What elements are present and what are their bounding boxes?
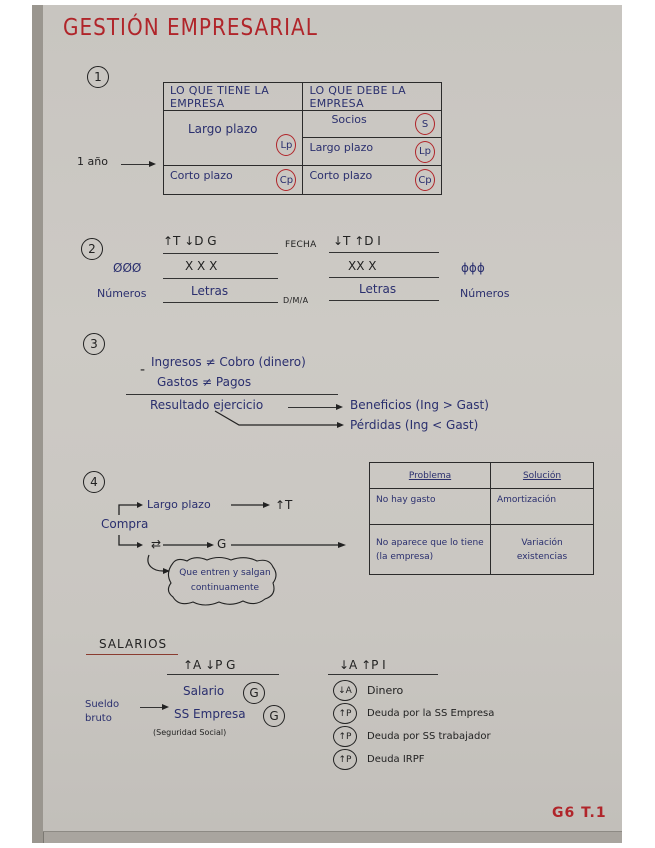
right-symbols: ϕϕϕ [461,261,485,275]
deuda-irpf-label: Deuda IRPF [367,754,425,765]
fecha-label: FECHA [285,240,317,250]
left-header-movements: ↑T ↓D G [163,234,217,248]
compra-branch-lines [118,502,346,548]
socios-label: Socios [331,113,367,126]
dinero-label: Dinero [367,684,404,697]
liability-up-badge: ↑P [333,749,357,770]
solution-row-1: Amortización [490,488,594,525]
salario-label: Salario [183,684,225,698]
liab-short-term: Corto plazo Cp [302,165,442,195]
problem-row-1: No hay gasto [369,488,491,525]
left-symbols: ØØØ [113,261,142,275]
sueldo-arrow-icon [162,704,169,710]
header-assets: LO QUE TIENE LA EMPRESA [162,82,304,111]
left-line-1 [163,253,278,255]
assets-short-term: Corto plazo Cp [162,165,304,195]
largo-plazo-branch: Largo plazo [147,498,211,511]
section-number-1: 1 [87,66,109,88]
sueldo-arrow-line [140,707,164,709]
dma-label: D/M/A [283,296,309,305]
list-item: ↑P Deuda IRPF [333,748,494,771]
one-year-label: 1 año [77,155,108,168]
sum-line [126,394,338,396]
balance-table: LO QUE TIENE LA EMPRESA LO QUE DEBE LA E… [162,82,442,195]
ss-empresa-label: SS Empresa [174,707,246,721]
header-problema: Problema [369,462,491,489]
deuda-ss-trabajador-label: Deuda por SS trabajador [367,731,491,742]
list-item: ↑P Deuda por SS trabajador [333,725,494,748]
right-line-3 [329,300,439,302]
right-header-movements: ↓T ↑D I [333,234,381,248]
liab-socios: Socios S [302,110,442,138]
salarios-right-header: ↓A ↑P I [339,658,386,672]
section-number-4: 4 [83,471,105,493]
assets-long-term-label: Largo plazo [188,122,258,136]
left-line-3 [163,302,278,304]
beneficios-label: Beneficios (Ing > Gast) [350,398,489,412]
header-solucion: Solución [490,462,594,489]
resultado-label: Resultado ejercicio [150,398,264,412]
section-number-3: 3 [83,333,105,355]
beneficios-arrow-icon [336,404,343,410]
gastos-line: Gastos ≠ Pagos [157,375,252,389]
branch1-result: ↑T [275,498,293,512]
problem-row-2: No aparece que lo tiene (la empresa) [369,524,491,575]
cloud-note-shape [147,554,277,606]
salarios-left-header: ↑A ↓P G [183,658,236,672]
beneficios-arrow-line [288,407,338,409]
branch2-result: G [217,537,227,551]
s-badge: S [415,113,435,135]
lp-badge-right: Lp [415,140,435,163]
right-letras: Letras [359,282,397,296]
perdidas-label: Pérdidas (Ing < Gast) [350,418,479,432]
right-numeros: Números [460,287,510,300]
asset-down-badge: ↓A [333,680,357,701]
liability-up-badge: ↑P [333,726,357,747]
right-line-1 [329,252,439,254]
right-x: XX X [348,259,377,273]
notebook-photo: GESTIÓN EMPRESARIAL 1 1 año LO QUE TIENE… [32,5,622,843]
cp-badge-right: Cp [415,169,435,191]
footer-tag: G6 T.1 [552,805,607,821]
left-letras: Letras [191,284,229,298]
page-title: GESTIÓN EMPRESARIAL [63,13,318,41]
liab-long-term-label: Largo plazo [309,140,374,154]
one-year-arrow-icon [149,161,156,167]
deuda-ss-empresa-label: Deuda por la SS Empresa [367,708,495,719]
lp-badge: Lp [276,134,297,156]
salarios-right-line [328,674,438,676]
salario-badge: G [243,682,265,704]
liability-up-badge: ↑P [333,703,357,724]
liab-long-term: Largo plazo Lp [302,137,442,166]
left-x: X X X [185,259,218,273]
salarios-underline [86,654,178,656]
solution-row-2: Variación existencias [490,524,594,575]
list-item: ↑P Deuda por la SS Empresa [333,702,494,725]
liab-short-term-label: Corto plazo [309,169,373,182]
problem-solution-table: Problema Solución No hay gasto Amortizac… [369,462,594,575]
sueldo-bruto-label: Sueldo bruto [85,699,120,724]
compra-label: Compra [101,517,149,531]
perdidas-arrow-icon [214,410,344,428]
cloud-note-text: Que entren y salgan continuamente [179,568,271,593]
list-item: ↓A Dinero [333,679,494,702]
salarios-right-list: ↓A Dinero ↑P Deuda por la SS Empresa ↑P … [333,679,494,771]
salarios-left-line [167,674,279,676]
right-line-2 [329,277,439,279]
assets-short-term-label: Corto plazo [170,169,233,182]
salarios-heading: SALARIOS [99,637,168,651]
paper-sheet: GESTIÓN EMPRESARIAL 1 1 año LO QUE TIENE… [43,5,622,832]
header-liabilities: LO QUE DEBE LA EMPRESA [302,82,442,111]
cp-badge: Cp [276,169,297,191]
left-line-2 [163,278,278,280]
ss-empresa-badge: G [263,705,285,727]
left-numeros: Números [97,287,147,300]
section-number-2: 2 [81,238,103,260]
seguridad-social-note: (Seguridad Social) [153,728,227,737]
one-year-arrow-line [121,164,151,166]
minus-sign: - [140,362,146,378]
cycle-icon: ⇄ [151,537,162,551]
ingresos-line: Ingresos ≠ Cobro (dinero) [151,355,306,369]
assets-long-term: Largo plazo Lp [162,110,304,166]
